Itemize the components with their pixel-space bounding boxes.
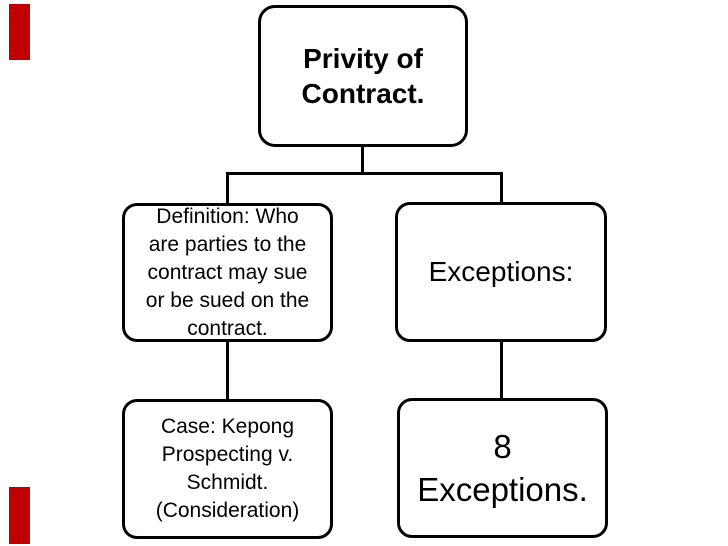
connector-drop-to-definition (226, 172, 229, 205)
connector-definition-to-case (226, 340, 229, 401)
node-exceptions: Exceptions: (395, 202, 607, 342)
node-label: Case: Kepong Prospecting v. Schmidt. (Co… (155, 415, 300, 522)
connector-drop-to-exceptions (500, 172, 503, 204)
node-label: Privity of Contract. (301, 43, 425, 109)
connector-exceptions-to-eight (500, 340, 503, 400)
red-accent-bar-bottom (9, 487, 30, 544)
node-eight-exceptions: 8 Exceptions. (397, 398, 608, 538)
node-label: Definition: Who are parties to the contr… (145, 204, 310, 340)
connector-root-stem (361, 145, 364, 175)
node-privity-of-contract: Privity of Contract. (258, 5, 468, 147)
connector-horizontal-bar (226, 172, 503, 175)
red-accent-bar-top (9, 4, 30, 60)
node-case-kepong: Case: Kepong Prospecting v. Schmidt. (Co… (122, 399, 333, 539)
node-definition: Definition: Who are parties to the contr… (122, 203, 333, 342)
node-label: 8 Exceptions. (417, 428, 588, 508)
node-label: Exceptions: (428, 256, 574, 287)
